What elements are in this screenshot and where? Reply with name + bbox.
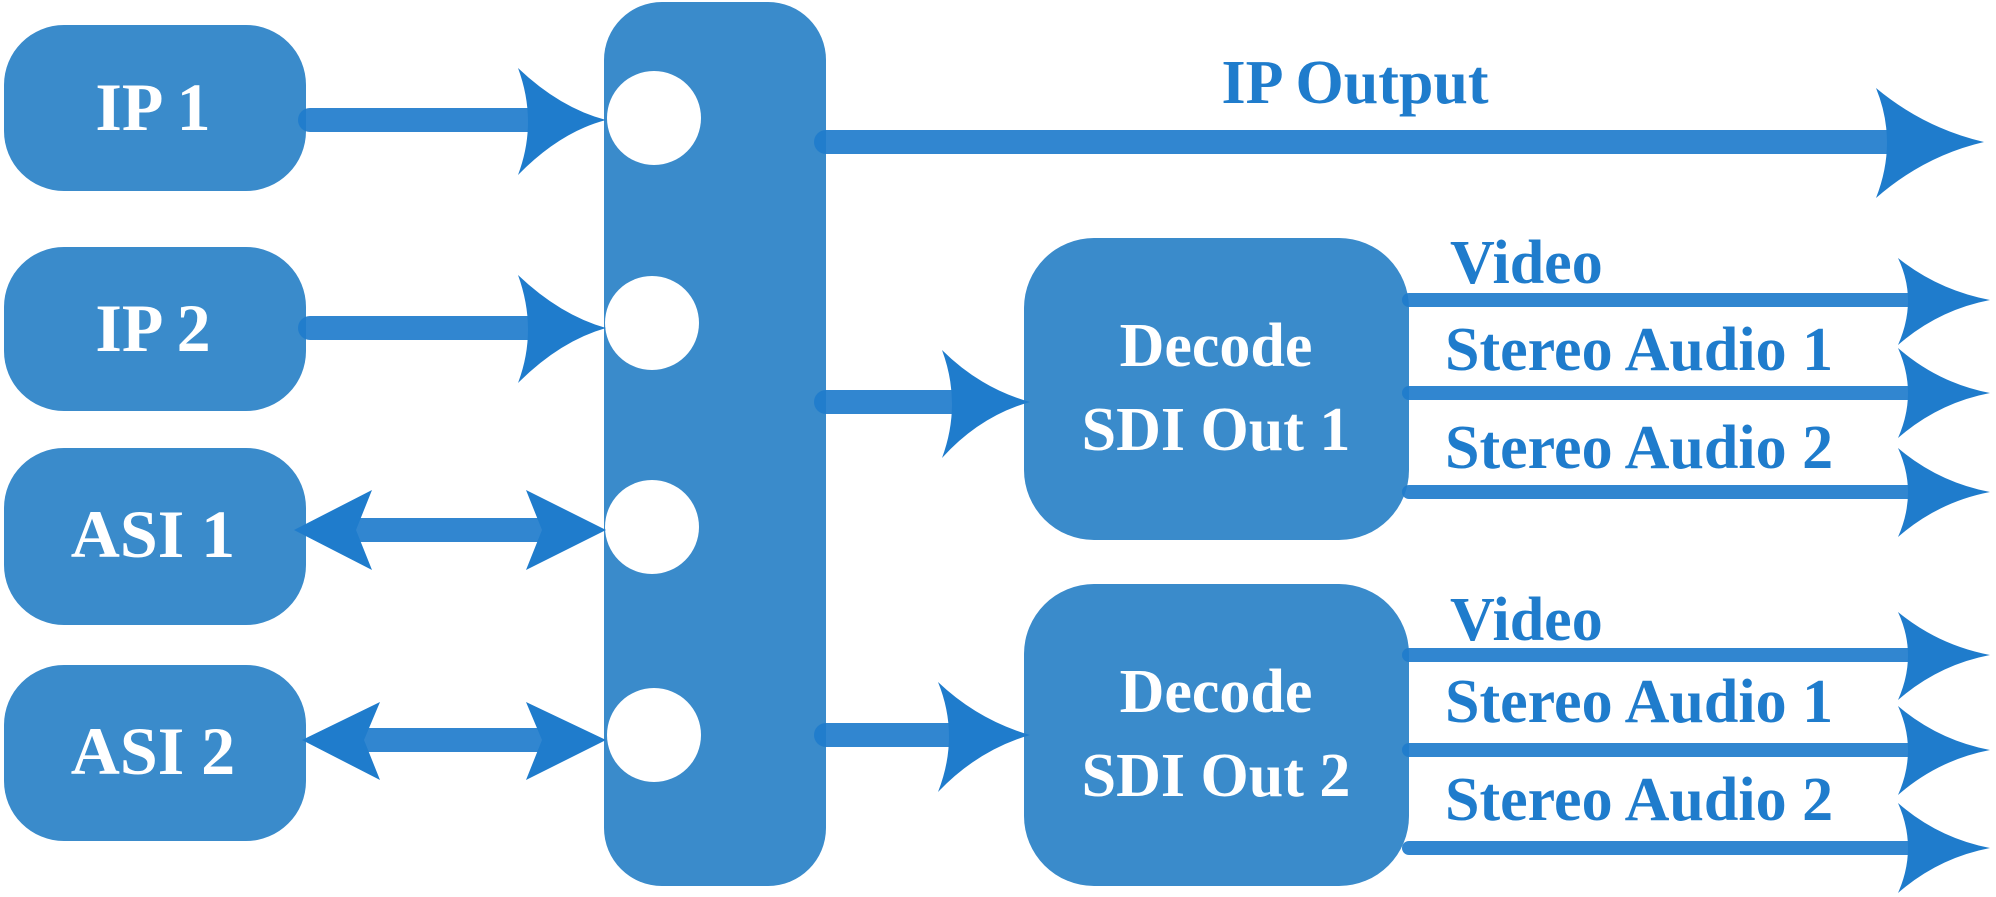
- output-arrowhead-d2-video: [1898, 612, 1990, 700]
- arrowhead-ip-output: [1876, 88, 1984, 198]
- input-box-asi2: [4, 665, 306, 841]
- hub-port-3: [605, 480, 699, 574]
- ip-output-label: IP Output: [1221, 49, 1488, 117]
- output-arrowhead-d1-video: [1898, 258, 1990, 345]
- decoder-2-subtitle: SDI Out 2: [1082, 742, 1351, 810]
- hub-port-2: [605, 276, 699, 370]
- hub-port-1: [607, 71, 701, 165]
- arrowhead-asi1-left: [294, 490, 372, 570]
- arrowhead-ip1: [518, 68, 606, 175]
- input-label-asi2: ASI 2: [71, 713, 235, 789]
- arrowhead-decoder-1: [942, 350, 1030, 458]
- output-label-d2-audio2: Stereo Audio 2: [1445, 766, 1833, 834]
- arrowhead-ip2: [518, 275, 606, 383]
- output-label-d2-audio1: Stereo Audio 1: [1445, 668, 1833, 736]
- arrowhead-asi1-right: [526, 490, 606, 570]
- input-label-ip2: IP 2: [95, 290, 210, 366]
- output-arrowhead-d1-audio1: [1898, 348, 1990, 438]
- decoder-box-1: [1024, 238, 1409, 540]
- hub-port-4: [607, 688, 701, 782]
- arrowhead-decoder-2: [938, 682, 1030, 792]
- input-box-asi1: [4, 448, 306, 625]
- output-label-d1-audio1: Stereo Audio 1: [1445, 316, 1833, 384]
- output-label-d1-audio2: Stereo Audio 2: [1445, 414, 1833, 482]
- input-label-ip1: IP 1: [95, 69, 210, 145]
- decoder-2-title: Decode: [1120, 658, 1313, 726]
- decoder-1-title: Decode: [1120, 312, 1313, 380]
- input-box-ip1: [4, 25, 306, 191]
- output-label-d1-video: Video: [1450, 229, 1603, 297]
- input-box-ip2: [4, 247, 306, 411]
- decoder-box-2: [1024, 584, 1409, 886]
- input-label-asi1: ASI 1: [71, 496, 235, 572]
- output-arrowhead-d2-audio2: [1898, 803, 1990, 893]
- decoder-1-subtitle: SDI Out 1: [1082, 396, 1351, 464]
- routing-hub: [604, 2, 826, 886]
- output-label-d2-video: Video: [1450, 586, 1603, 654]
- output-arrowhead-d1-audio2: [1898, 448, 1990, 537]
- arrowhead-asi2-right: [526, 702, 606, 780]
- output-arrowhead-d2-audio1: [1898, 706, 1990, 795]
- arrowhead-asi2-left: [302, 702, 380, 780]
